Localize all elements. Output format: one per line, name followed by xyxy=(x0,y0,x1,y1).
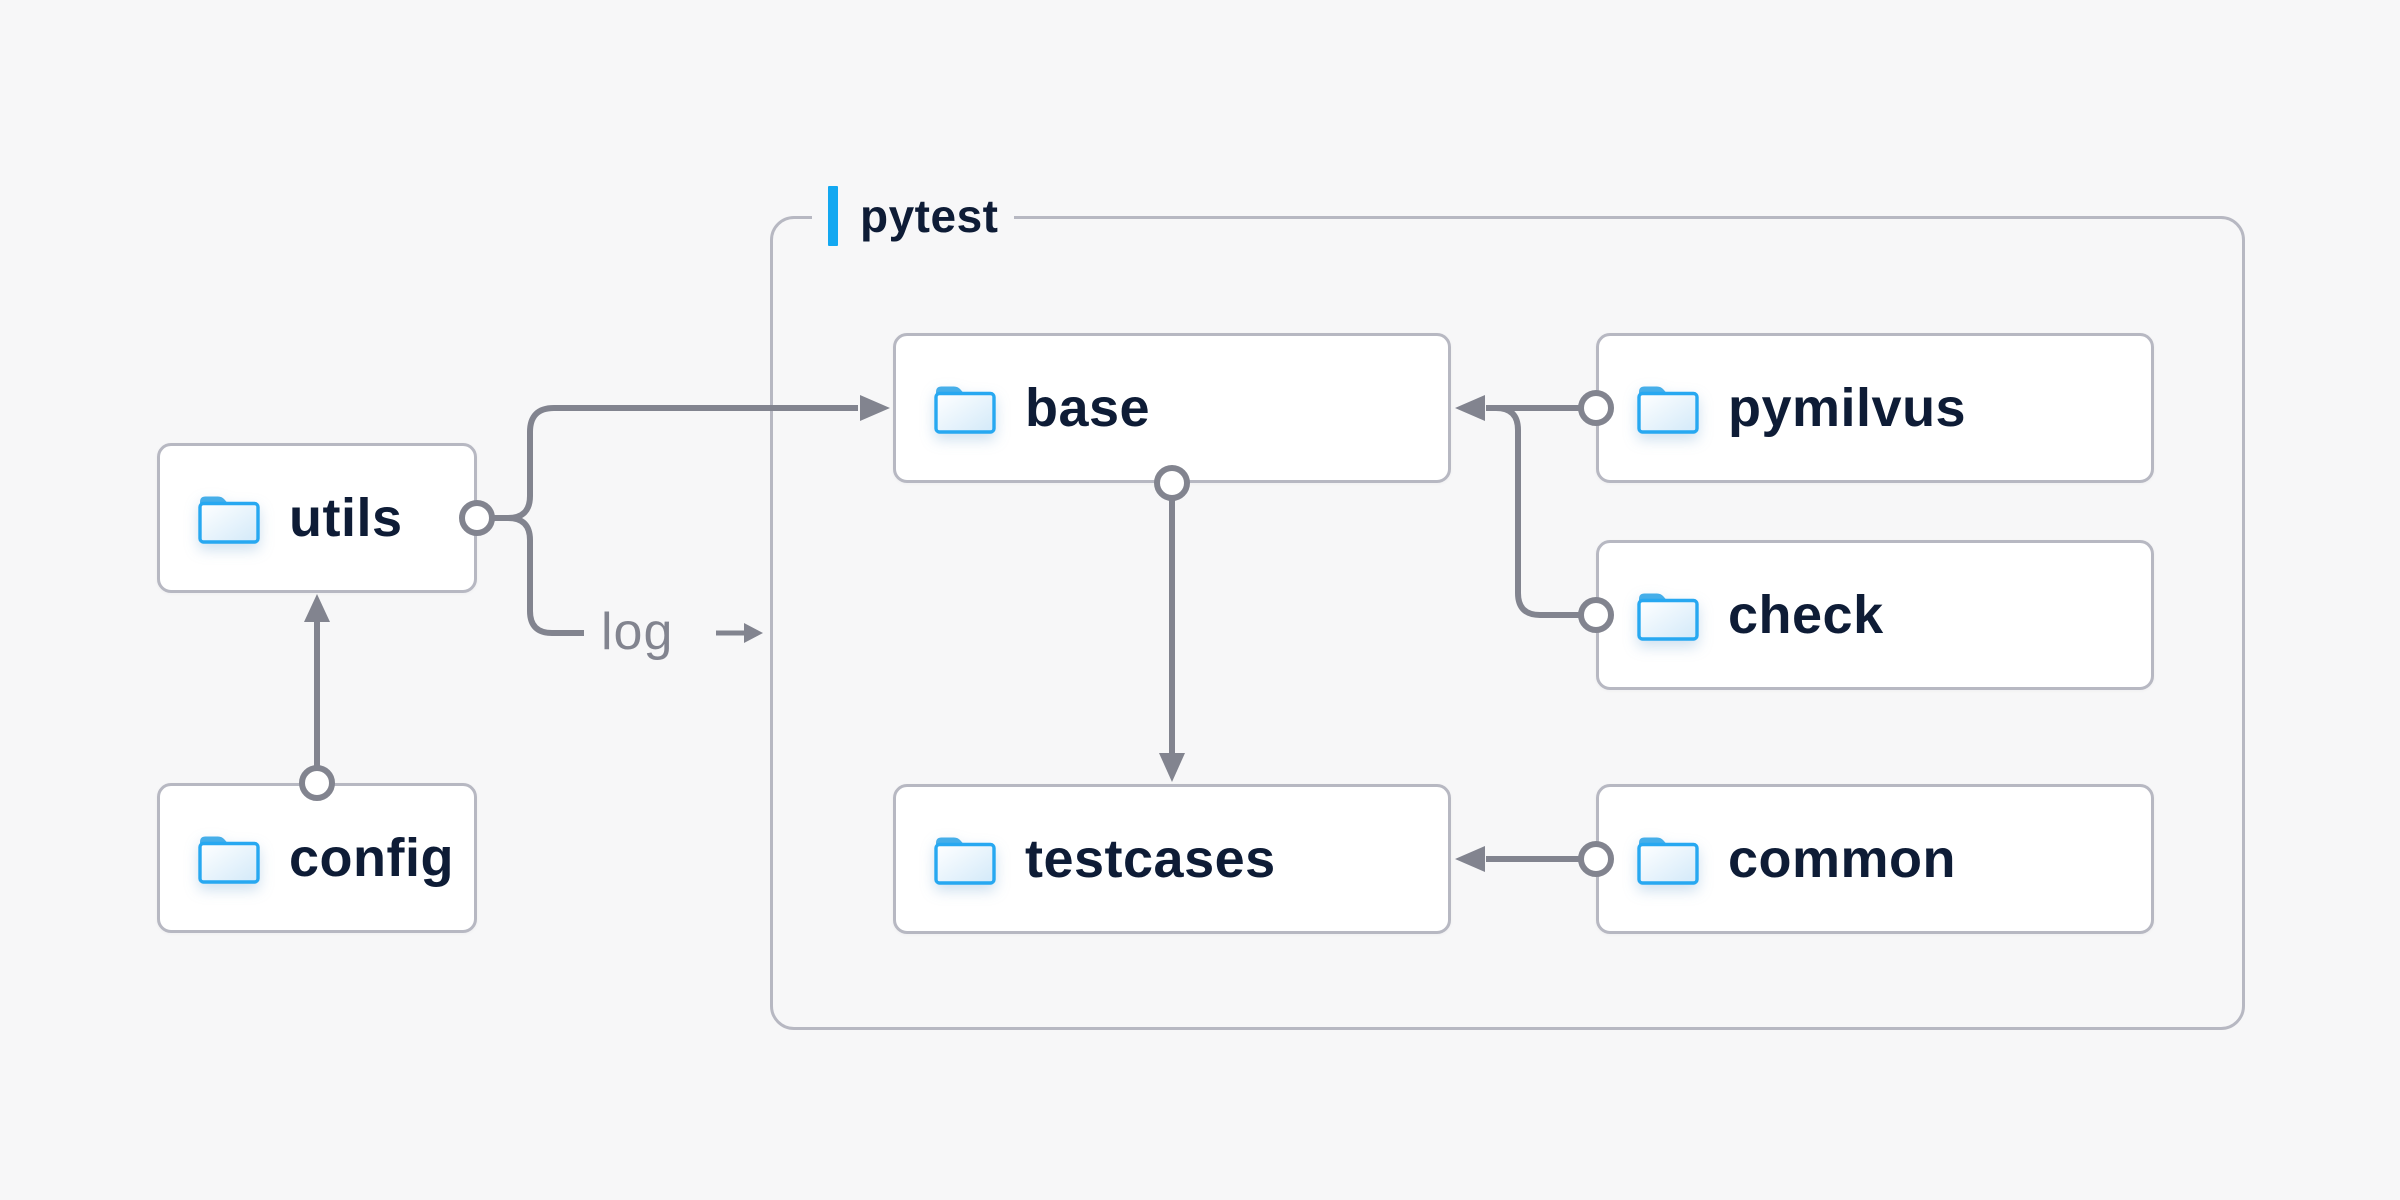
node-config: config xyxy=(157,783,477,933)
folder-icon xyxy=(1637,386,1699,434)
pytest-group xyxy=(770,216,2245,1030)
folder-icon xyxy=(934,386,996,434)
node-testcases: testcases xyxy=(893,784,1451,934)
node-label: common xyxy=(1728,829,1957,889)
folder-icon xyxy=(198,496,260,544)
node-label: check xyxy=(1728,585,1884,645)
folder-icon xyxy=(198,836,260,884)
pytest-group-label: pytest xyxy=(812,184,1015,248)
folder-icon xyxy=(934,837,996,885)
node-pymilvus: pymilvus xyxy=(1596,333,2154,483)
node-label: utils xyxy=(289,488,403,548)
node-common: common xyxy=(1596,784,2154,934)
folder-icon xyxy=(1637,837,1699,885)
node-label: testcases xyxy=(1025,829,1276,889)
node-utils: utils xyxy=(157,443,477,593)
node-label: base xyxy=(1025,378,1151,438)
edge-config-utils xyxy=(299,594,335,801)
folder-icon xyxy=(1637,593,1699,641)
node-base: base xyxy=(893,333,1451,483)
node-label: pymilvus xyxy=(1728,378,1967,438)
node-label: config xyxy=(289,828,454,888)
group-title: pytest xyxy=(860,190,999,242)
log-edge-label: log xyxy=(601,603,674,661)
node-check: check xyxy=(1596,540,2154,690)
accent-bar-icon xyxy=(828,186,838,246)
